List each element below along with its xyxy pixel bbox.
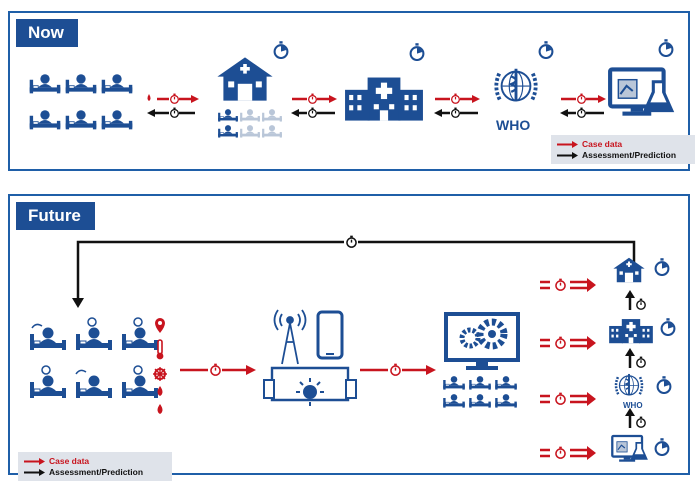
black-arrow-icon — [557, 152, 578, 159]
legend: Case data Assessment/Prediction — [18, 452, 172, 481]
stopwatch-icon — [654, 438, 670, 456]
smartphone-icon — [316, 310, 344, 360]
who-label: WHO — [496, 117, 531, 133]
fan-out-arrows — [540, 278, 596, 460]
patient-beds-grid — [29, 73, 133, 130]
who-emblem-icon — [614, 372, 644, 397]
clinic-icon — [217, 41, 289, 138]
stopwatch-icon — [660, 318, 676, 336]
legend-case-data: Case data — [582, 139, 623, 149]
hospital-bed-icon — [101, 73, 133, 94]
stopwatch-icon — [658, 39, 674, 57]
cell-tower-icon — [273, 309, 307, 365]
data-flow-arrows — [434, 93, 480, 119]
stopwatch-icon — [654, 258, 670, 276]
lab-monitor-icon — [611, 434, 648, 463]
stopwatch-icon — [656, 376, 672, 394]
legend-assessment: Assessment/Prediction — [582, 150, 677, 160]
hospital-bed-icon — [29, 73, 61, 94]
tower-phone-network — [263, 309, 357, 406]
red-arrow-icon — [557, 141, 578, 148]
case-data-arrow — [360, 363, 436, 377]
stopwatch-icon — [538, 41, 554, 59]
future-title: Future — [16, 202, 95, 230]
sensor-icons — [153, 318, 167, 414]
case-data-arrow — [180, 363, 256, 377]
black-arrow-icon — [24, 469, 45, 476]
hospital-bed-icon — [101, 109, 133, 130]
legend-case-data: Case data — [49, 456, 90, 466]
now-title: Now — [16, 19, 78, 47]
destination-column — [609, 257, 676, 463]
drop-icon — [157, 386, 163, 396]
thermometer-icon — [157, 339, 163, 355]
data-flow-arrows — [147, 93, 199, 119]
data-flow-arrows — [560, 93, 606, 119]
red-arrow-icon — [24, 458, 45, 465]
feedback-loop-arrow — [72, 235, 636, 308]
hospital-bed-icon — [65, 73, 97, 94]
future-panel: Future — [8, 194, 690, 481]
clinic-icon — [613, 257, 645, 283]
now-panel: Now — [8, 11, 695, 171]
monitored-beds-grid — [29, 317, 159, 399]
legend: Case data Assessment/Prediction — [551, 135, 695, 164]
data-flow-arrows — [291, 93, 337, 119]
stopwatch-icon — [409, 43, 425, 61]
stopwatch-icon — [273, 41, 289, 59]
lab-monitor-icon — [606, 39, 686, 135]
drop-icon — [157, 404, 163, 414]
legend-assessment: Assessment/Prediction — [49, 467, 144, 477]
location-pin-icon — [155, 318, 165, 333]
server-monitor-icon — [440, 312, 526, 408]
hospital-bed-icon — [65, 109, 97, 130]
who-label: WHO — [623, 401, 643, 410]
hospital-bed-icon — [29, 109, 61, 130]
hospital-icon — [609, 319, 653, 344]
